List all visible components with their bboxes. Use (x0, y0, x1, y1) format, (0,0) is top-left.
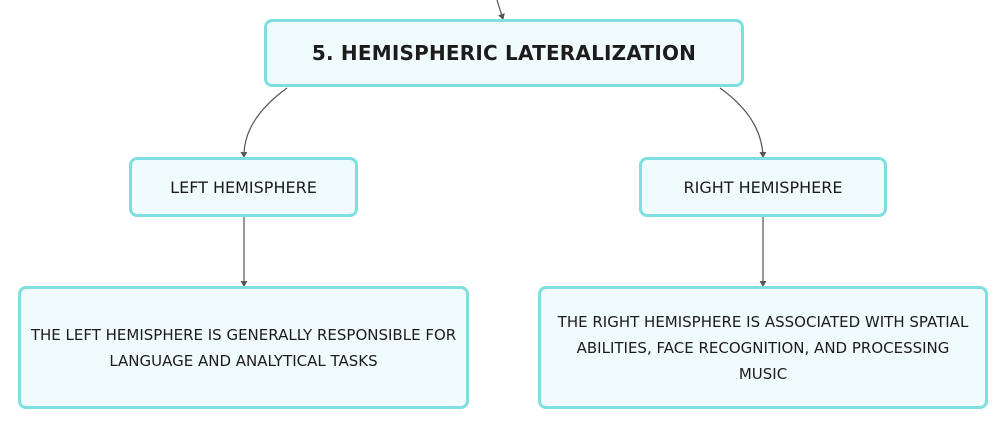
connector-parent-to-root (496, 0, 505, 20)
left-hemisphere-detail-text: THE LEFT HEMISPHERE IS GENERALLY RESPONS… (30, 325, 457, 370)
right-hemisphere-detail-text: THE RIGHT HEMISPHERE IS ASSOCIATED WITH … (557, 312, 969, 383)
connector-root-to-left (240, 87, 288, 158)
right-hemisphere-node[interactable]: RIGHT HEMISPHERE (639, 157, 887, 217)
right-hemisphere-detail-node[interactable]: THE RIGHT HEMISPHERE IS ASSOCIATED WITH … (538, 286, 988, 409)
left-hemisphere-detail-node[interactable]: THE LEFT HEMISPHERE IS GENERALLY RESPONS… (18, 286, 469, 409)
right-hemisphere-label: RIGHT HEMISPHERE (683, 177, 843, 197)
root-node-label: 5. HEMISPHERIC LATERALIZATION (311, 41, 697, 65)
left-hemisphere-node[interactable]: LEFT HEMISPHERE (129, 157, 358, 217)
left-hemisphere-label: LEFT HEMISPHERE (170, 177, 317, 197)
connector-root-to-right (719, 87, 767, 158)
root-node[interactable]: 5. HEMISPHERIC LATERALIZATION (264, 19, 744, 87)
